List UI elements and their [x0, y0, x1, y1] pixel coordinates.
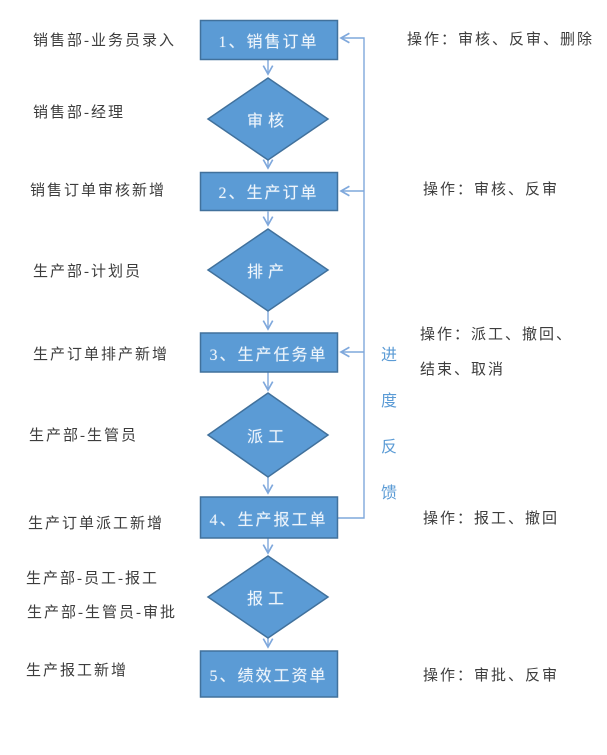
left-label-production-planner: 生产部-计划员	[33, 264, 142, 280]
box-performance-pay	[199, 650, 339, 698]
left-label-worker-report: 生产部-员工-报工	[26, 571, 159, 587]
diamond-audit	[206, 77, 330, 161]
left-label-sales-manager: 销售部-经理	[33, 105, 125, 121]
box-label-performance-pay: 5、绩效工资单	[209, 668, 328, 685]
diamond-label-schedule: 排产	[246, 264, 289, 281]
left-label-supervisor-approve: 生产部-生管员-审批	[27, 605, 177, 621]
box-work-report	[199, 496, 339, 539]
left-label-order-dispatched: 生产订单派工新增	[28, 516, 165, 532]
ops-label-sales-order: 操作：审核、反审、删除	[407, 32, 595, 48]
ops-label-work-report: 操作：报工、撤回	[423, 511, 560, 527]
ops-label-production-task-line1: 操作：派工、撤回、	[420, 327, 574, 343]
ops-label-production-order: 操作：审核、反审	[423, 182, 560, 198]
box-label-production-task: 3、生产任务单	[209, 346, 328, 364]
left-label-sales-order-audited: 销售订单审核新增	[30, 183, 167, 199]
left-label-production-supervisor: 生产部-生管员	[29, 428, 138, 444]
diamond-schedule	[206, 228, 330, 312]
ops-label-performance-pay: 操作：审批、反审	[423, 668, 560, 684]
diamond-label-dispatch: 派工	[246, 429, 289, 446]
process-boxes	[199, 19, 339, 698]
box-label-production-order: 2、生产订单	[218, 185, 319, 202]
diamond-label-audit: 审核	[246, 113, 289, 130]
feedback-connectors	[337, 32, 365, 519]
box-sales-order	[199, 19, 339, 61]
left-label-order-scheduled: 生产订单排产新增	[33, 347, 170, 363]
box-production-order	[199, 171, 339, 212]
diamond-dispatch	[206, 392, 330, 478]
box-production-task	[199, 332, 339, 373]
box-label-work-report: 4、生产报工单	[209, 511, 328, 529]
feedback-line-to-box1	[337, 32, 365, 519]
decision-diamonds	[206, 77, 330, 639]
diamond-label-report: 报工	[246, 591, 289, 608]
progress-feedback-label: 进度反馈	[378, 346, 395, 530]
ops-label-production-task-line2: 结束、取消	[420, 362, 506, 378]
left-label-work-report-added: 生产报工新增	[26, 663, 129, 679]
left-label-sales-clerk-entry: 销售部-业务员录入	[33, 33, 176, 49]
diamond-report	[206, 555, 330, 639]
box-label-sales-order: 1、销售订单	[218, 33, 319, 51]
